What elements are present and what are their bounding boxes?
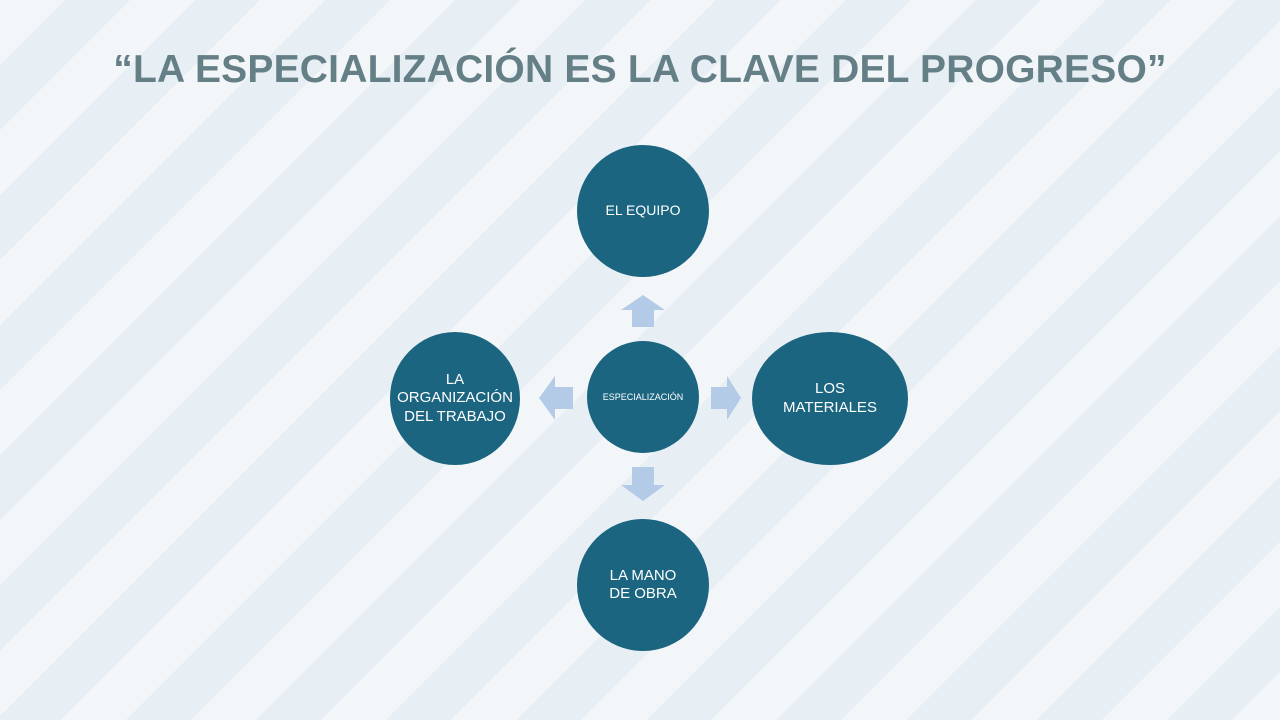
node-los-materiales-label: LOS MATERIALES [783,380,877,416]
arrow-left-icon [539,376,573,420]
arrow-right-icon [711,376,741,420]
node-el-equipo: EL EQUIPO [577,145,709,277]
node-los-materiales: LOS MATERIALES [752,332,908,465]
node-la-mano-de-obra: LA MANO DE OBRA [577,519,709,651]
node-especializacion-label: ESPECIALIZACIÓN [602,391,684,402]
arrow-down-icon [621,467,665,501]
node-la-mano-de-obra-label: LA MANO DE OBRA [609,566,677,602]
node-el-equipo-label: EL EQUIPO [605,202,681,219]
node-especializacion: ESPECIALIZACIÓN [587,341,699,453]
node-la-organizacion-del-trabajo-label: LA ORGANIZACIÓN DEL TRABAJO [397,371,513,425]
node-la-organizacion-del-trabajo: LA ORGANIZACIÓN DEL TRABAJO [390,332,520,465]
slide-title: “LA ESPECIALIZACIÓN ES LA CLAVE DEL PROG… [113,48,1167,91]
arrow-up-icon [621,295,665,327]
